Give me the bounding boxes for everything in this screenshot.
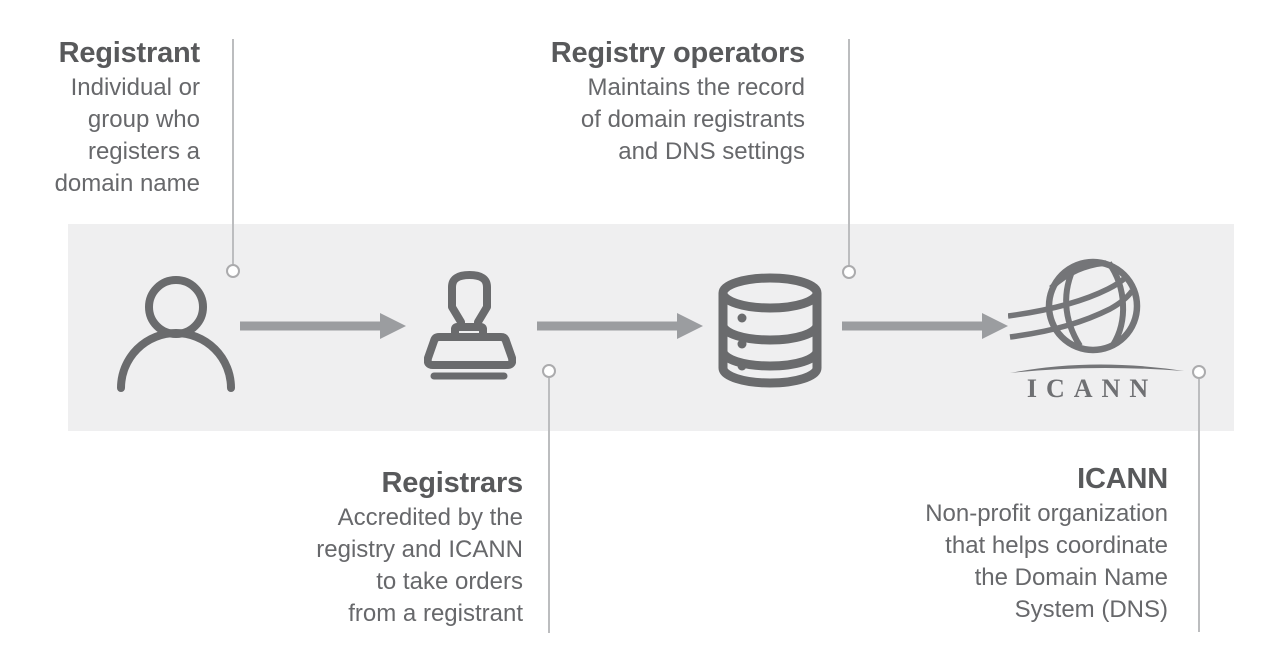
icann-description: Non-profit organization that helps coord… — [925, 500, 1168, 623]
registrant-leader-dot — [226, 264, 240, 278]
registry-operators-title: Registry operators — [550, 37, 805, 69]
icann-leader-line — [1198, 379, 1200, 632]
registry-operators-label: Registry operators Maintains the record … — [505, 36, 805, 168]
icann-title: ICANN — [1077, 463, 1168, 495]
registrant-leader-line — [232, 39, 234, 265]
globe-swoosh — [1008, 275, 1128, 319]
registrars-leader-line — [548, 378, 550, 633]
registrant-description: Individual or group who registers a doma… — [54, 74, 200, 197]
icann-globe-logo: ICANN — [1008, 258, 1184, 403]
database-icon — [718, 273, 822, 388]
registrant-label: Registrant Individual or group who regis… — [28, 36, 201, 200]
icann-label: ICANN Non-profit organization that helps… — [868, 462, 1168, 626]
person-icon — [117, 276, 235, 392]
globe-parallel — [1049, 260, 1107, 291]
globe-circle — [1045, 258, 1141, 354]
stamp-icon — [424, 271, 516, 380]
arrow-registrant-to-registrars — [240, 313, 406, 339]
logo-underline-swoosh — [1010, 364, 1184, 373]
globe-swoosh — [1009, 289, 1135, 340]
globe-meridian — [1106, 261, 1126, 347]
arrow-registrars-to-registry — [537, 313, 703, 339]
icann-logo-text: ICANN — [1027, 374, 1157, 403]
registry-operators-description: Maintains the record of domain registran… — [580, 74, 805, 165]
arrow-registry-to-icann — [842, 313, 1008, 339]
registrars-leader-dot — [542, 364, 556, 378]
registry-operators-leader-line — [848, 39, 850, 266]
registrars-description: Accredited by the registry and ICANN to … — [316, 504, 523, 627]
registry-operators-leader-dot — [842, 265, 856, 279]
icann-leader-dot — [1192, 365, 1206, 379]
registrars-label: Registrars Accredited by the registry an… — [273, 466, 523, 630]
registrars-title: Registrars — [381, 467, 524, 499]
registrant-title: Registrant — [58, 37, 201, 69]
